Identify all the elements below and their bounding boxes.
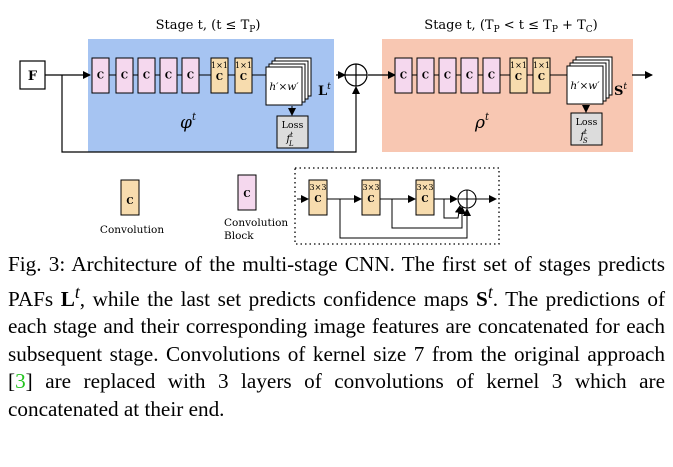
stage1-conv1x1-1: 1×1C [210, 57, 229, 94]
svg-text:C: C [240, 73, 247, 83]
stage1-output-label: Lt [318, 82, 331, 99]
svg-text:C: C [216, 73, 223, 83]
stage1-conv-block-2: C [115, 57, 134, 94]
block-detail-frame [294, 167, 500, 245]
architecture-diagram: Stage t, (t ≤ TP) Stage t, (TP < t ≤ TP … [19, 18, 653, 245]
legend-block-label-1: Convolution [224, 217, 288, 229]
stage2-loss-box [570, 112, 603, 146]
block-detail-conv3x3-3: 3×3C [415, 179, 435, 216]
svg-text:C: C [515, 73, 522, 83]
svg-text:C: C [421, 195, 428, 205]
legend-convolution-swatch-label: C [126, 197, 133, 207]
svg-text:1×1: 1×1 [211, 61, 228, 70]
stage2-feature-maps: h′×w′ [566, 56, 613, 105]
svg-text:h′×w′: h′×w′ [570, 80, 600, 92]
stage2-output-label: St [614, 82, 627, 99]
svg-text:C: C [367, 195, 374, 205]
stage2-conv1x1-2: 1×1C [532, 57, 551, 94]
stage2-conv-block-1: C [394, 57, 413, 94]
caption-paf: L [60, 286, 75, 311]
stage2-conv-block-4: C [460, 57, 479, 94]
svg-text:C: C [422, 72, 429, 82]
caption-text-2: , while the last set predicts confidence… [79, 286, 477, 311]
caption-cm-sup: t [487, 281, 493, 302]
stage2-conv-block-3: C [438, 57, 457, 94]
caption-text-1: Architecture of the multi-stage CNN. The… [8, 252, 665, 311]
caption-cm: S [476, 286, 488, 311]
svg-text:C: C [466, 72, 473, 82]
stage2-conv1x1-1: 1×1C [509, 57, 528, 94]
stage2-conv-block-5: C [482, 57, 501, 94]
legend-block-swatch [237, 174, 257, 211]
stage1-conv-block-4: C [159, 57, 178, 94]
svg-text:C: C [488, 72, 495, 82]
svg-text:3×3: 3×3 [417, 183, 434, 192]
stage2-conv-block-2: C [416, 57, 435, 94]
svg-text:C: C [314, 195, 321, 205]
caption-prefix: Fig. 3: [8, 252, 66, 276]
block-detail-concat-icon [457, 189, 477, 209]
stage2-loss-label: Loss [576, 117, 598, 128]
svg-text:C: C [97, 72, 104, 82]
figure-caption: Fig. 3: Architecture of the multi-stage … [8, 251, 665, 424]
input-feature-label: F [28, 69, 38, 84]
skip-connection-line [61, 75, 360, 153]
block-detail-conv3x3-1: 3×3C [308, 179, 328, 216]
stage2-function-label: ρt [474, 112, 490, 133]
caption-text-3: . The predictions of each stage and thei… [8, 286, 665, 394]
svg-text:C: C [121, 72, 128, 82]
svg-text:C: C [143, 72, 150, 82]
stage1-loss-label: Loss [282, 120, 304, 131]
svg-text:C: C [400, 72, 407, 82]
stage1-title: Stage t, (t ≤ TP) [156, 18, 261, 35]
block-detail: 3×3C3×3C3×3C [297, 179, 497, 239]
stage1-conv1x1-2: 1×1C [234, 57, 253, 94]
caption-paf-sup: t [74, 281, 80, 302]
stage1-function-label: φt [180, 112, 197, 133]
block-detail-conv3x3-2: 3×3C [361, 179, 381, 216]
svg-text:C: C [165, 72, 172, 82]
concat-icon [344, 63, 368, 87]
svg-text:C: C [187, 72, 194, 82]
stage1-conv-block-5: C [181, 57, 200, 94]
input-feature-box [19, 60, 46, 90]
stage1-loss-box [276, 115, 309, 149]
svg-text:C: C [444, 72, 451, 82]
svg-text:C: C [538, 73, 545, 83]
svg-text:3×3: 3×3 [363, 183, 380, 192]
legend-block-swatch-label: C [243, 190, 250, 200]
svg-text:h′×w′: h′×w′ [269, 81, 299, 93]
stage1-conv-block-1: C [91, 57, 110, 94]
legend-block-label-2: Block [224, 230, 254, 242]
stage1-conv-block-3: C [137, 57, 156, 94]
stage2-title: Stage t, (TP < t ≤ TP + TC) [424, 18, 597, 35]
svg-text:1×1: 1×1 [510, 61, 527, 70]
caption-text-4: ] are replaced with 3 layers of convolut… [8, 369, 665, 422]
legend-convolution-swatch [120, 179, 140, 216]
svg-text:1×1: 1×1 [533, 61, 550, 70]
stage1-feature-maps: h′×w′ [265, 57, 312, 106]
svg-text:3×3: 3×3 [310, 183, 327, 192]
caption-citation-link[interactable]: 3 [15, 369, 26, 394]
legend-convolution-label: Convolution [100, 224, 164, 236]
svg-text:1×1: 1×1 [235, 61, 252, 70]
